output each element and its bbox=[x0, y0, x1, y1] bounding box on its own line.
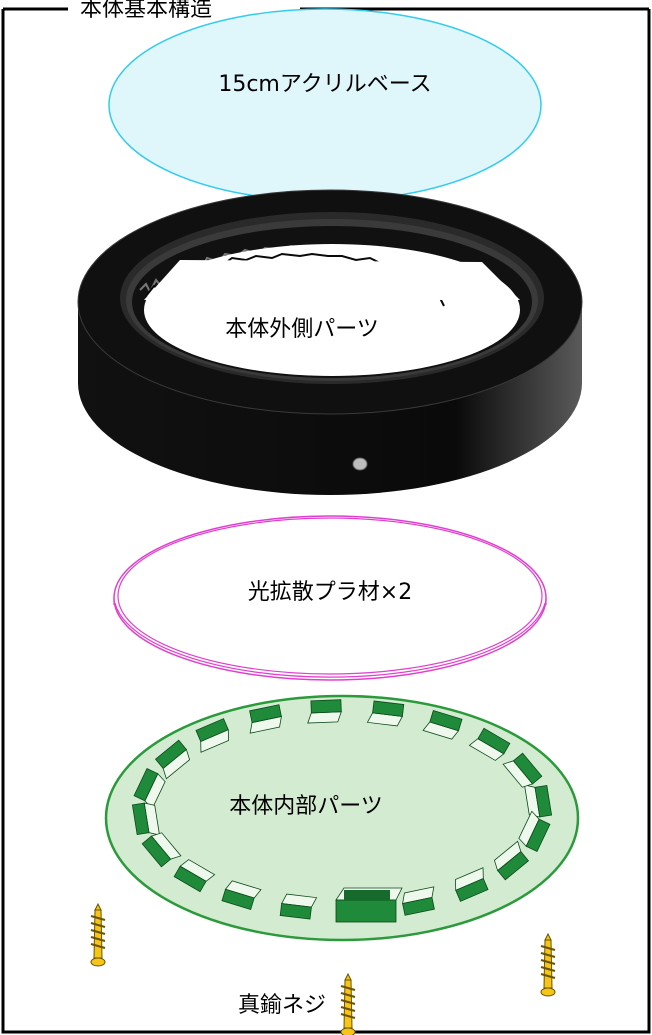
acrylic-base: 15cmアクリルベース bbox=[108, 8, 542, 202]
holder-block bbox=[493, 840, 530, 881]
brass-screws: 真鍮ネジ bbox=[90, 903, 556, 1035]
outer-body-part: 本体外側パーツ bbox=[77, 189, 583, 495]
screw-icon bbox=[340, 973, 356, 1035]
holder-block bbox=[279, 893, 318, 920]
inner-holder-blocks bbox=[131, 699, 553, 923]
acrylic-base-label: 15cmアクリルベース bbox=[218, 72, 431, 97]
holder-block-center bbox=[335, 887, 403, 923]
holder-block bbox=[422, 710, 463, 740]
inner-body-part: 本体内部パーツ bbox=[104, 694, 580, 942]
screw-icon bbox=[90, 903, 106, 967]
holder-block bbox=[366, 700, 405, 727]
holder-block bbox=[518, 810, 551, 852]
diffuser-label: 光拡散プラ材×2 bbox=[248, 580, 412, 605]
holder-block bbox=[173, 859, 216, 893]
frame-title: 本体基本構造 bbox=[80, 0, 212, 22]
holder-block bbox=[307, 699, 342, 724]
holder-block bbox=[141, 832, 182, 868]
diffuser-sheets: 光拡散プラ材×2 bbox=[113, 515, 547, 681]
holder-block bbox=[455, 867, 489, 902]
holder-block bbox=[402, 886, 435, 916]
holder-block bbox=[502, 752, 543, 788]
inner-body-label: 本体内部パーツ bbox=[229, 794, 383, 819]
holder-block bbox=[195, 718, 229, 753]
holder-block bbox=[221, 880, 262, 910]
screw-icon bbox=[540, 933, 556, 997]
holder-block bbox=[249, 704, 282, 734]
holder-block bbox=[131, 802, 160, 836]
screws-label: 真鍮ネジ bbox=[238, 993, 326, 1018]
holder-block bbox=[154, 739, 191, 780]
outer-body-label: 本体外側パーツ bbox=[225, 317, 379, 342]
holder-block bbox=[468, 727, 511, 761]
